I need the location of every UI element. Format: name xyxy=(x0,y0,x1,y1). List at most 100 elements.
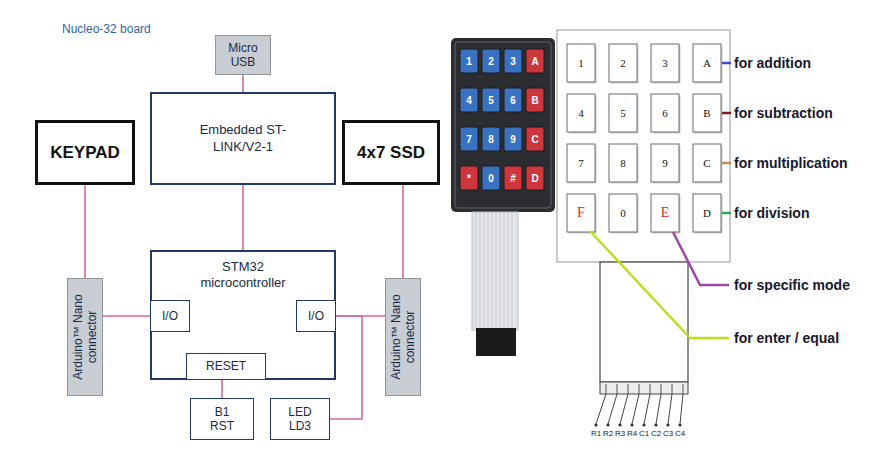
photo-key xyxy=(526,49,544,73)
schematic-key xyxy=(567,44,595,82)
pin-fan xyxy=(594,394,683,427)
comb-tick xyxy=(661,384,662,394)
photo-key xyxy=(460,127,478,151)
annotation: for division xyxy=(734,202,874,224)
leader-line xyxy=(722,212,731,215)
ribbon-stripe xyxy=(484,213,485,328)
connector-box: Arduino™ Nano connector xyxy=(67,278,103,396)
connector-box: Arduino™ Nano connector xyxy=(385,278,421,396)
schematic-key xyxy=(651,194,679,232)
key-shapes xyxy=(460,44,723,234)
pin-dot xyxy=(618,423,621,426)
key-label: C xyxy=(526,127,544,151)
key-label: D xyxy=(693,194,721,232)
peripheral-box: KEYPAD xyxy=(35,120,135,185)
photo-key xyxy=(504,49,522,73)
key-label: A xyxy=(693,44,721,82)
mcu-box: STM32 microcontrollerI/OI/ORESET xyxy=(150,250,336,380)
node-text: KEYPAD xyxy=(50,143,120,163)
pin-dot xyxy=(594,423,597,426)
pin-wire xyxy=(644,394,650,424)
node-text: Arduino™ Nano connector xyxy=(389,283,418,391)
key-label: 3 xyxy=(651,44,679,82)
annotation: for enter / equal xyxy=(734,327,874,349)
leader-line xyxy=(722,112,731,115)
comb-tick xyxy=(672,384,673,394)
photo-key xyxy=(482,127,500,151)
key-label: C xyxy=(693,144,721,182)
key-label: D xyxy=(526,166,544,190)
ribbon-stripes xyxy=(476,213,512,328)
key-label: A xyxy=(526,49,544,73)
schematic-key xyxy=(693,44,721,82)
connector-line xyxy=(242,185,244,250)
annotation: for specific mode xyxy=(734,274,874,296)
comb-tick xyxy=(606,384,607,394)
photo-key xyxy=(460,49,478,73)
pin-dot xyxy=(630,423,633,426)
ribbon-connector xyxy=(476,328,516,356)
pin-label: R3 xyxy=(614,428,626,439)
usb-port-box: Micro USB xyxy=(215,35,271,75)
pin-wire xyxy=(680,394,683,424)
key-label: 2 xyxy=(482,49,500,73)
schematic-key xyxy=(609,194,637,232)
leader-line xyxy=(673,232,729,285)
leader-line xyxy=(722,162,731,165)
keypad-photo-bezel xyxy=(455,42,551,208)
key-label: 1 xyxy=(460,49,478,73)
pin-dot xyxy=(678,423,681,426)
node-text: B1 RST xyxy=(207,405,237,434)
pin-label: C4 xyxy=(674,428,686,439)
key-label: * xyxy=(460,166,478,190)
key-label: 7 xyxy=(460,127,478,151)
pin-wire xyxy=(608,394,617,424)
ribbon-stripe xyxy=(488,213,489,328)
key-label: 4 xyxy=(460,88,478,112)
key-label: 6 xyxy=(504,88,522,112)
key-label: 6 xyxy=(651,94,679,132)
leader-line xyxy=(722,62,731,65)
node-text: RESET xyxy=(206,359,246,373)
key-label: 1 xyxy=(567,44,595,82)
schematic-key xyxy=(693,144,721,182)
photo-key xyxy=(504,166,522,190)
photo-key xyxy=(504,127,522,151)
ribbon-stripe xyxy=(492,213,493,328)
pin-wire xyxy=(620,394,628,424)
photo-key xyxy=(504,88,522,112)
key-label: 5 xyxy=(482,88,500,112)
schematic-key xyxy=(567,144,595,182)
photo-key xyxy=(460,166,478,190)
io-port-box: I/O xyxy=(150,300,190,332)
button-box: B1 RST xyxy=(190,398,254,440)
annotation: for multiplication xyxy=(734,152,874,174)
key-label: 8 xyxy=(482,127,500,151)
pin-label: R1 xyxy=(590,428,602,439)
pin-label: R4 xyxy=(626,428,638,439)
pin-label: C3 xyxy=(662,428,674,439)
schematic-key xyxy=(693,94,721,132)
annotation: for subtraction xyxy=(734,102,874,124)
key-label: 4 xyxy=(567,94,595,132)
pin-dot xyxy=(654,423,657,426)
schematic-key xyxy=(693,194,721,232)
comb-tick xyxy=(683,384,684,394)
pin-wire xyxy=(656,394,661,424)
key-label: 0 xyxy=(609,194,637,232)
schematic-key xyxy=(567,94,595,132)
photo-key xyxy=(460,88,478,112)
key-label: 8 xyxy=(609,144,637,182)
key-label: B xyxy=(693,94,721,132)
schematic-key xyxy=(651,44,679,82)
ribbon-stripe xyxy=(512,213,513,328)
keypad-schematic-body xyxy=(557,30,730,262)
key-label: 2 xyxy=(609,44,637,82)
pin-wire xyxy=(596,394,606,424)
key-label: B xyxy=(526,88,544,112)
photo-key xyxy=(482,49,500,73)
peripheral-box: 4x7 SSD xyxy=(342,120,440,185)
photo-key xyxy=(526,166,544,190)
connector-line xyxy=(242,75,244,92)
key-label: 9 xyxy=(651,144,679,182)
